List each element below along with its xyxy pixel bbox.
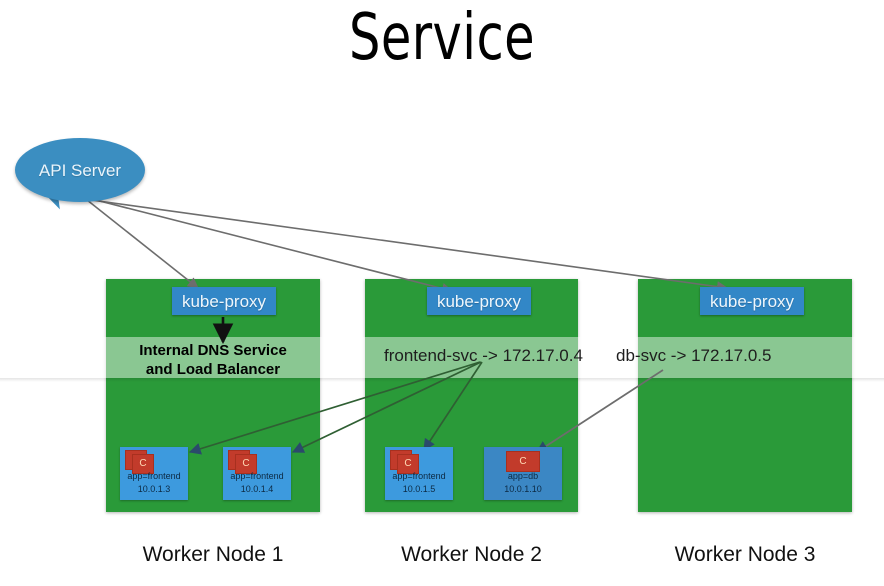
pod-label: app=frontend <box>127 471 181 481</box>
kube-proxy-node-1-label: kube-proxy <box>181 291 267 311</box>
pod-10-0-1-4[interactable]: C app=frontend 10.0.1.4 <box>223 447 291 500</box>
kube-proxy-node-3-label: kube-proxy <box>709 291 795 311</box>
arrow-db-svc-to-pod-10-0-1-10 <box>536 369 664 453</box>
container-icon: C <box>397 454 419 474</box>
container-icon: C <box>235 454 257 474</box>
worker-node-3-box <box>638 279 852 512</box>
kube-proxy-node-1[interactable]: kube-proxy <box>172 287 276 315</box>
kube-proxy-node-2[interactable]: kube-proxy <box>427 287 531 315</box>
container-letter: C <box>139 458 147 469</box>
pod-ip: 10.0.1.4 <box>240 484 274 494</box>
api-server-bubble[interactable]: API Server <box>15 138 145 202</box>
page-title: Service <box>348 1 536 75</box>
arrow-frontend-svc-to-pod-10-0-1-4 <box>291 361 482 453</box>
pod-ip: 10.0.1.10 <box>504 484 542 494</box>
container-icon: C <box>506 451 540 472</box>
arrow-frontend-svc-to-pod-10-0-1-3 <box>188 361 481 455</box>
db-svc-mapping: db-svc -> 172.17.0.5 <box>616 346 772 365</box>
internal-dns-service-line-2: and Load Balancer <box>145 361 281 378</box>
pod-10-0-1-10[interactable]: C app=db 10.0.1.10 <box>484 447 562 500</box>
arrow-api-to-kube-proxy-3 <box>83 198 729 293</box>
container-icon: C <box>132 454 154 474</box>
pod-10-0-1-3[interactable]: C app=frontend 10.0.1.3 <box>120 447 188 500</box>
worker-node-1-caption: Worker Node 1 <box>142 543 284 566</box>
internal-dns-service-line-1: Internal DNS Service <box>139 342 287 359</box>
pod-label: app=frontend <box>392 471 446 481</box>
frontend-svc-mapping: frontend-svc -> 172.17.0.4 <box>384 346 583 365</box>
container-letter: C <box>242 458 250 469</box>
pod-label: app=frontend <box>230 471 284 481</box>
arrow-api-to-kube-proxy-1 <box>81 195 199 289</box>
arrow-api-to-kube-proxy-2 <box>83 196 454 294</box>
arrow-frontend-svc-to-pod-10-0-1-5 <box>423 361 483 451</box>
worker-node-3-caption: Worker Node 3 <box>674 543 816 566</box>
worker-node-2-caption: Worker Node 2 <box>401 543 542 566</box>
pod-ip: 10.0.1.3 <box>137 484 171 494</box>
container-letter: C <box>404 458 412 469</box>
pod-10-0-1-5[interactable]: C app=frontend 10.0.1.5 <box>385 447 453 500</box>
kube-proxy-node-3[interactable]: kube-proxy <box>700 287 804 315</box>
api-server-label: API Server <box>38 160 122 180</box>
kube-proxy-node-2-label: kube-proxy <box>436 291 522 311</box>
pod-label: app=db <box>507 471 539 481</box>
pod-ip: 10.0.1.5 <box>402 484 436 494</box>
container-letter: C <box>519 455 527 467</box>
internal-dns-service-label: Internal DNS Service and Load Balancer <box>118 341 308 379</box>
